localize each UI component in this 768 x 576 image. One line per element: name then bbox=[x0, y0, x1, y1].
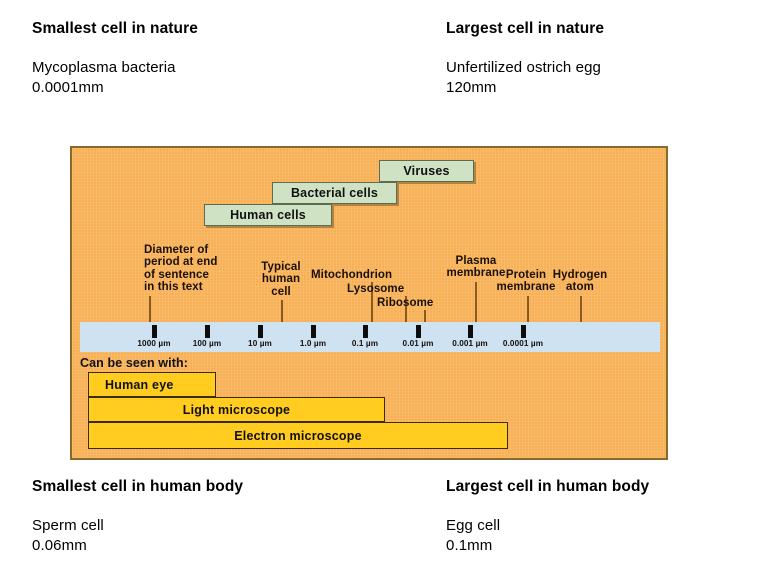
ruler-tick-label: 1000 µm bbox=[137, 339, 171, 348]
tool-bar-electron-microscope: Electron microscope bbox=[88, 422, 508, 449]
caption-line-1: Unfertilized ostrich egg bbox=[446, 59, 601, 77]
ruler-tick bbox=[311, 325, 316, 338]
category-box-viruses: Viruses bbox=[379, 160, 474, 182]
size-scale-figure: Viruses Bacterial cells Human cells Diam… bbox=[70, 146, 668, 460]
ruler-tick-label: 10 µm bbox=[248, 339, 272, 348]
ruler-tick bbox=[521, 325, 526, 338]
caption-title: Largest cell in human body bbox=[446, 478, 650, 495]
category-box-human-cells: Human cells bbox=[204, 204, 332, 226]
scale-label-hydrogen-atom: Hydrogen atom bbox=[552, 269, 608, 294]
caption-title: Largest cell in nature bbox=[446, 20, 605, 37]
scale-label-period-diameter: Diameter of period at end of sentence in… bbox=[144, 244, 218, 294]
caption-largest-cell-human-body: Largest cell in human body Egg cell 0.1m… bbox=[384, 478, 768, 557]
ruler-tick bbox=[258, 325, 263, 338]
leader-line-ribosome bbox=[424, 310, 426, 322]
ruler-tick-label: 0.1 µm bbox=[351, 339, 379, 348]
ruler-tick-label: 0.0001 µm bbox=[502, 339, 544, 348]
ruler-tick-label: 1.0 µm bbox=[299, 339, 327, 348]
category-box-label: Bacterial cells bbox=[290, 186, 379, 200]
ruler-tick bbox=[416, 325, 421, 338]
caption-line-2: 0.1mm bbox=[446, 537, 493, 555]
scale-label-typical-human-cell: Typical human cell bbox=[261, 261, 301, 298]
ruler-tick-label: 0.001 µm bbox=[452, 339, 488, 348]
caption-smallest-cell-human-body: Smallest cell in human body Sperm cell 0… bbox=[0, 478, 384, 557]
caption-line-2: 120mm bbox=[446, 79, 497, 97]
scale-label-ribosome: Ribosome bbox=[377, 297, 434, 309]
tool-bar-human-eye: Human eye bbox=[88, 372, 216, 397]
caption-largest-cell-nature: Largest cell in nature Unfertilized ostr… bbox=[384, 20, 768, 99]
bottom-caption-row: Smallest cell in human body Sperm cell 0… bbox=[0, 478, 768, 557]
leader-line-hydrogen-atom bbox=[580, 296, 582, 322]
ruler-tick bbox=[363, 325, 368, 338]
scale-label-protein-membrane: Protein membrane bbox=[496, 269, 556, 294]
leader-line-protein-membrane bbox=[527, 296, 529, 322]
caption-title: Smallest cell in nature bbox=[32, 20, 198, 37]
caption-line-1: Mycoplasma bacteria bbox=[32, 59, 176, 77]
category-box-bacterial-cells: Bacterial cells bbox=[272, 182, 397, 204]
leader-line-period-diameter bbox=[149, 296, 151, 322]
leader-line-plasma-membrane bbox=[475, 282, 477, 322]
caption-line-1: Sperm cell bbox=[32, 517, 104, 535]
top-caption-row: Smallest cell in nature Mycoplasma bacte… bbox=[0, 20, 768, 99]
category-box-label: Human cells bbox=[230, 208, 306, 222]
tool-bar-light-microscope: Light microscope bbox=[88, 397, 385, 422]
ruler-tick-label: 0.01 µm bbox=[402, 339, 434, 348]
tool-bar-label: Light microscope bbox=[182, 402, 291, 417]
tool-bar-label: Electron microscope bbox=[234, 428, 362, 443]
caption-title: Smallest cell in human body bbox=[32, 478, 244, 495]
leader-line-lysosome bbox=[405, 296, 407, 322]
scale-label-lysosome: Lysosome bbox=[347, 283, 405, 295]
leader-line-typical-human-cell bbox=[281, 300, 283, 322]
ruler-tick bbox=[205, 325, 210, 338]
seen-with-heading: Can be seen with: bbox=[80, 356, 188, 370]
size-ruler: 1000 µm 100 µm 10 µm 1.0 µm 0.1 µm 0.01 … bbox=[80, 322, 660, 352]
scale-label-mitochondrion: Mitochondrion bbox=[311, 269, 393, 281]
ruler-tick bbox=[468, 325, 473, 338]
category-box-label: Viruses bbox=[403, 164, 450, 178]
figure-inner: Viruses Bacterial cells Human cells Diam… bbox=[72, 148, 666, 458]
caption-line-2: 0.0001mm bbox=[32, 79, 104, 97]
caption-line-1: Egg cell bbox=[446, 517, 501, 535]
ruler-tick bbox=[152, 325, 157, 338]
tool-bar-label: Human eye bbox=[105, 377, 174, 392]
caption-line-2: 0.06mm bbox=[32, 537, 87, 555]
leader-line-mitochondrion bbox=[371, 282, 373, 322]
ruler-tick-label: 100 µm bbox=[192, 339, 222, 348]
caption-smallest-cell-nature: Smallest cell in nature Mycoplasma bacte… bbox=[0, 20, 384, 99]
scale-label-plasma-membrane: Plasma membrane bbox=[446, 255, 506, 280]
